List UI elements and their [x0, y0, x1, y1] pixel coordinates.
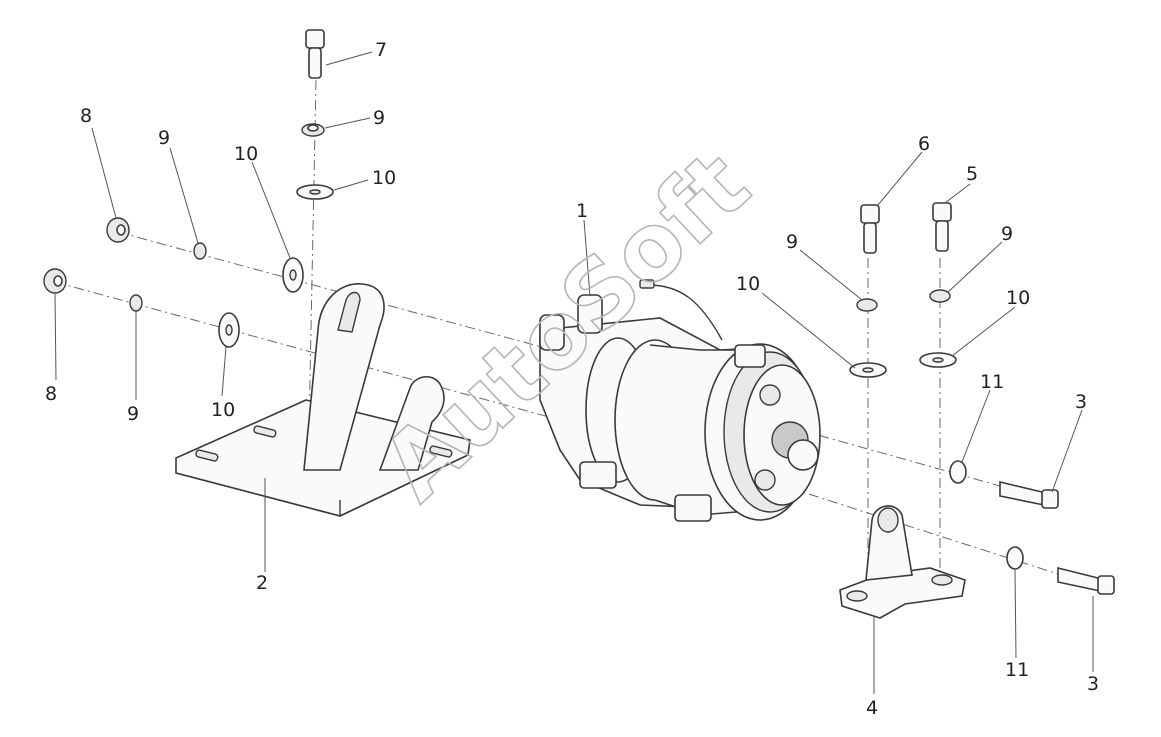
callout-label: 6	[918, 133, 930, 155]
lower-bracket-part-4	[839, 505, 966, 619]
callout-label: 9	[127, 403, 139, 425]
callout-label: 3	[1087, 673, 1099, 695]
fasteners	[43, 29, 1115, 595]
callout-label: 7	[375, 39, 387, 61]
leader-lines	[54, 51, 1094, 694]
callout-label: 1	[576, 200, 588, 222]
callout-label: 9	[786, 231, 798, 253]
callout-label: 10	[1006, 287, 1030, 309]
callout-label: 8	[80, 105, 92, 127]
callout-label: 11	[1005, 659, 1029, 681]
compressor-part-1	[539, 279, 821, 522]
callout-label: 4	[866, 697, 878, 719]
callout-label: 3	[1075, 391, 1087, 413]
callout-label: 9	[373, 107, 385, 129]
callout-label: 2	[256, 572, 268, 594]
callout-label: 10	[736, 273, 760, 295]
callout-label: 5	[966, 163, 978, 185]
callout-label: 9	[158, 127, 170, 149]
callout-label: 11	[980, 371, 1004, 393]
callout-label: 9	[1001, 223, 1013, 245]
callout-label: 10	[234, 143, 258, 165]
mounting-bracket-part-2	[175, 283, 471, 517]
callout-label: 8	[45, 383, 57, 405]
callout-label: 10	[372, 167, 396, 189]
callout-labels: 1 2 3 3 4 5 6 7 8 8 9 9 9 9 9 10 10 10 1…	[45, 39, 1099, 719]
callout-label: 10	[211, 399, 235, 421]
